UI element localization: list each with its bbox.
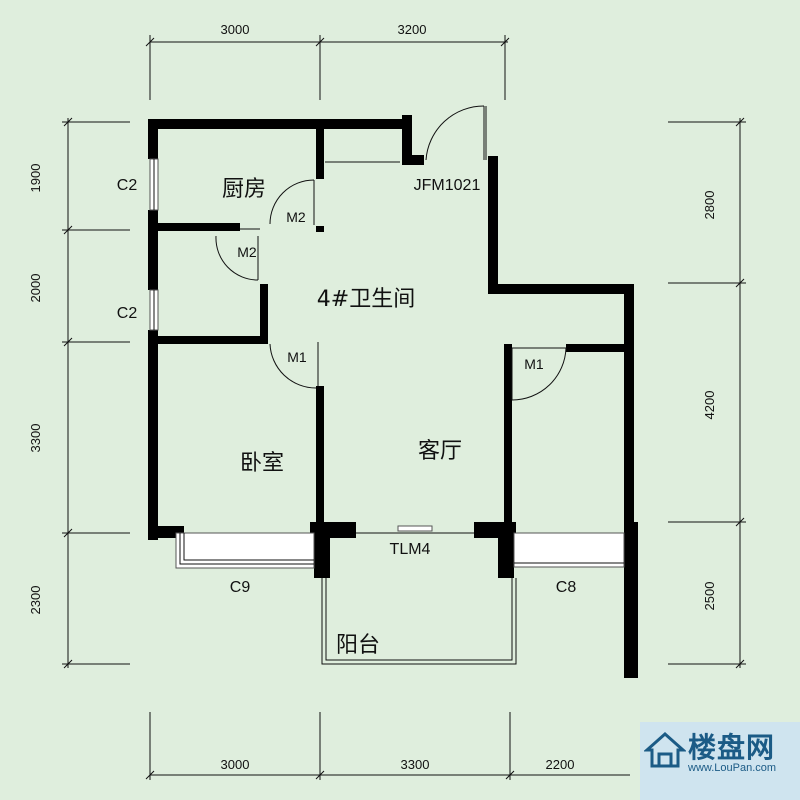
window-c8-label: C8 [556, 579, 577, 596]
window-c2-top-label: C2 [117, 177, 138, 194]
left-dimension-line [62, 117, 130, 669]
top-dim-2: 3200 [398, 22, 427, 37]
door-m2-kitchen-label: M2 [286, 209, 306, 225]
door-entry-label: JFM1021 [414, 177, 481, 194]
door-m2-bath-symbol [215, 228, 260, 281]
left-dim-3: 3300 [28, 424, 43, 453]
door-m1-bedroom-symbol [269, 342, 319, 389]
bottom-dim-2: 3300 [401, 757, 430, 772]
window-c2-top-symbol [149, 158, 159, 211]
room-living-label: 客厅 [418, 439, 462, 464]
room-balcony-label: 阳台 [336, 633, 380, 658]
right-dimension-line [668, 117, 746, 669]
balcony-outline [321, 525, 517, 665]
right-dim-1: 2800 [702, 191, 717, 220]
entry-door-symbol [425, 105, 487, 161]
window-c2-mid-symbol [149, 289, 159, 331]
door-m1-right-label: M1 [524, 356, 544, 372]
walls [148, 115, 638, 678]
room-bathroom-label: 4#卫生间 [317, 287, 415, 312]
door-m2-kitchen-symbol [269, 179, 315, 225]
door-m1-right-symbol [511, 347, 567, 401]
top-dim-1: 3000 [221, 22, 250, 37]
door-sliding-label: TLM4 [390, 541, 431, 558]
window-c9-symbol [175, 532, 315, 569]
room-kitchen-label: 厨房 [222, 177, 266, 202]
left-dim-2: 2000 [28, 274, 43, 303]
bottom-dimension-line [145, 712, 630, 780]
window-c2-mid-label: C2 [117, 305, 138, 322]
right-dim-3: 2500 [702, 582, 717, 611]
bottom-dim-1: 3000 [221, 757, 250, 772]
top-dimension-line [145, 35, 510, 100]
left-dim-4: 2300 [28, 586, 43, 615]
door-m1-bedroom-label: M1 [287, 349, 307, 365]
window-c9-label: C9 [230, 579, 251, 596]
left-dim-1: 1900 [28, 164, 43, 193]
house-logo-icon [644, 731, 686, 768]
bottom-dim-3: 2200 [546, 757, 575, 772]
right-dim-2: 4200 [702, 391, 717, 420]
watermark-brand: 楼盘网 [688, 731, 776, 764]
room-bedroom-label: 卧室 [240, 451, 284, 476]
watermark-url: www.LouPan.com [688, 762, 777, 774]
door-m2-bath-label: M2 [237, 244, 257, 260]
window-c8-symbol [513, 532, 625, 568]
watermark-logo: 楼盘网 www.LouPan.com [640, 722, 800, 800]
